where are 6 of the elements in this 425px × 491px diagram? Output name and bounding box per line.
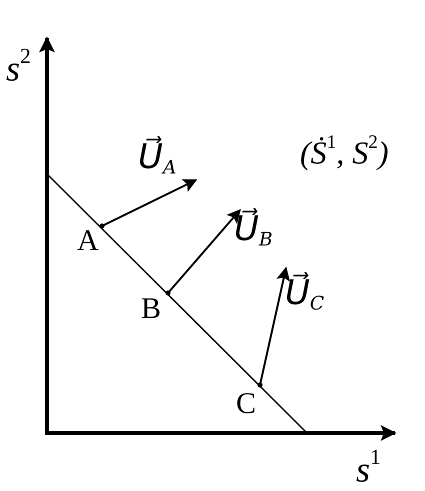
axis-label: s$^{2}$ (6, 46, 31, 86)
point-label: B (141, 294, 162, 324)
axis-label: s$^{1}$ (356, 447, 381, 488)
point-label: A (77, 226, 99, 256)
coordinate-label: (Ṡ$^{1}$, S$^{2}$) (300, 133, 388, 168)
point-label: C (236, 389, 256, 419)
